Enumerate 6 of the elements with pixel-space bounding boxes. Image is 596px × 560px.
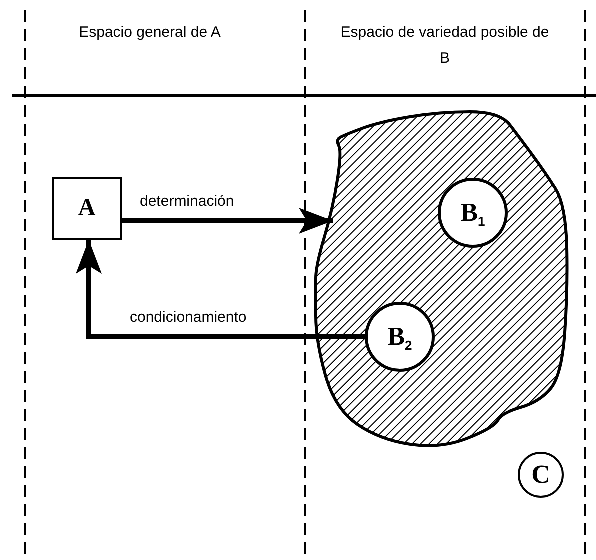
circled-letter: C: [518, 452, 564, 498]
arrow: [76, 240, 365, 340]
column-header: Espacio de variedad posible de B: [340, 23, 550, 69]
column-header: Espacio general de A: [78, 23, 222, 43]
arrow: [122, 208, 333, 234]
variable-box: A: [52, 177, 122, 240]
